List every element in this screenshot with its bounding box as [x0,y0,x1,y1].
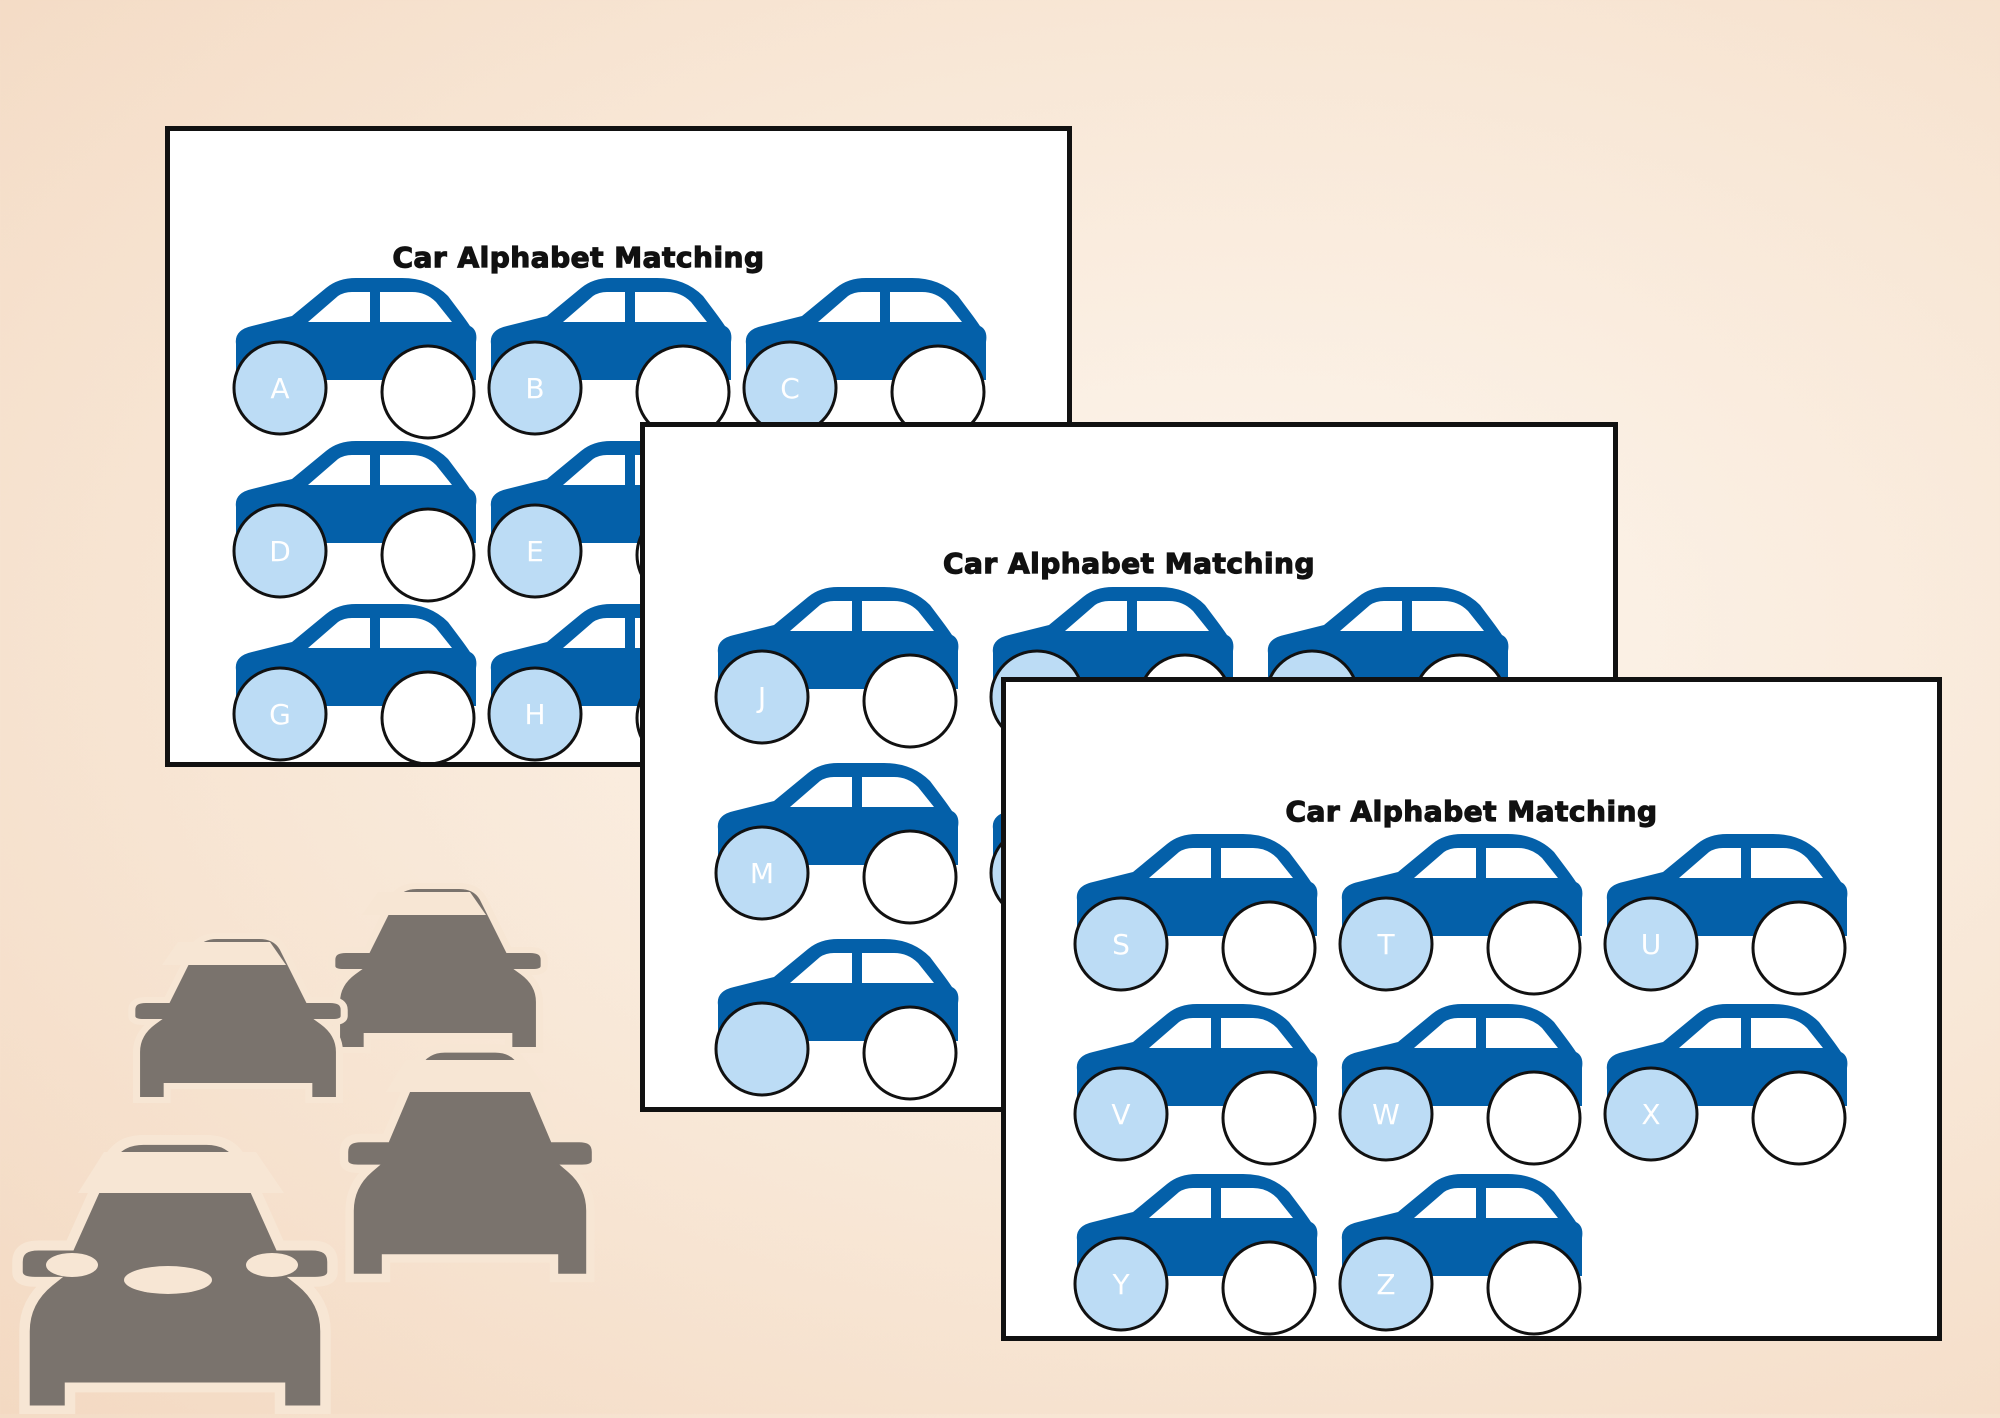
car-letter: D [269,535,291,568]
car-icon: A [230,276,478,440]
car-letter: T [1377,928,1395,961]
car-icon: Y [1071,1172,1319,1336]
car-icon: W [1336,1002,1584,1166]
car-letter: E [526,535,544,568]
car-letter: J [757,681,767,714]
car-letter: H [524,698,546,731]
worksheet-title: Car Alphabet Matching [1285,794,1658,828]
car-icon: V [1071,1002,1319,1166]
car-icon: U [1601,832,1849,996]
car-icon: M [712,761,960,925]
car-icon [712,937,960,1101]
car-icon: T [1336,832,1584,996]
car-letter: M [749,857,775,890]
car-letter: Z [1376,1268,1396,1301]
car-icon: X [1601,1002,1849,1166]
car-icon: G [230,602,478,762]
car-letter: G [269,698,291,731]
car-letter [714,1002,810,1098]
car-letter: W [1372,1098,1400,1131]
car-icon: J [712,585,960,749]
car-letter: A [270,372,290,405]
car-icon: D [230,439,478,603]
car-letter: C [780,372,800,405]
traffic-cars-icon [0,860,700,1414]
worksheet-title: Car Alphabet Matching [942,546,1316,580]
car-letter: S [1112,928,1130,961]
worksheet-title: Car Alphabet Matching [392,240,765,274]
car-letter: V [1111,1098,1131,1131]
car-letter: U [1640,928,1662,961]
car-icon: Z [1336,1172,1584,1336]
worksheet-3: Car Alphabet Matching S T U V W X Y Z [1001,677,1942,1341]
car-letter: Y [1112,1268,1130,1301]
car-letter: B [525,372,545,405]
car-icon: B [485,276,733,440]
car-icon: S [1071,832,1319,996]
car-icon: C [740,276,988,440]
car-letter: X [1641,1098,1661,1131]
